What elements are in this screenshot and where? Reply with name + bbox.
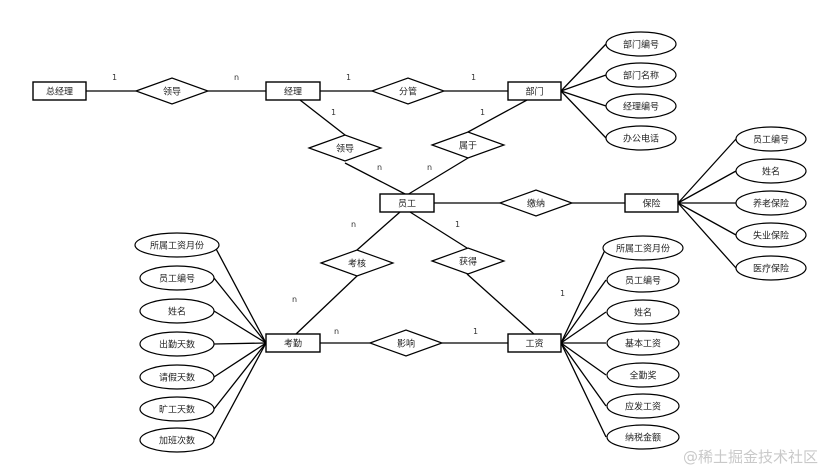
attribute-label: 加班次数: [159, 435, 195, 447]
entity-label: 部门: [525, 86, 543, 98]
relationship-label: 领导: [336, 143, 354, 155]
attribute-label: 旷工天数: [159, 404, 195, 416]
attr-kaoqin-3[interactable]: 出勤天数: [139, 331, 215, 357]
attr-gongzi-6[interactable]: 纳税金额: [606, 424, 680, 450]
cardinality-label: 1: [112, 73, 117, 82]
relationship-shuyu[interactable]: 属于: [430, 131, 506, 159]
relationship-kaohe[interactable]: 考核: [319, 249, 395, 277]
attribute-label: 失业保险: [753, 230, 789, 242]
entity-label: 总经理: [46, 86, 73, 98]
entity-kaoqin[interactable]: 考勤: [265, 333, 321, 353]
attr-gongzi-4[interactable]: 全勤奖: [606, 362, 680, 388]
attr-baoxian-0[interactable]: 员工编号: [735, 126, 807, 152]
attr-bumen-2[interactable]: 经理编号: [605, 93, 677, 119]
cardinality-label: 1: [473, 327, 478, 336]
attribute-label: 医疗保险: [753, 263, 789, 275]
attr-kaoqin-1[interactable]: 员工编号: [139, 265, 215, 291]
attr-kaoqin-6[interactable]: 加班次数: [139, 427, 215, 453]
attribute-label: 纳税金额: [625, 432, 661, 444]
cardinality-label: n: [427, 163, 432, 172]
attr-gongzi-2[interactable]: 姓名: [606, 299, 680, 325]
entity-zongjingli[interactable]: 总经理: [32, 81, 87, 101]
entity-jingli[interactable]: 经理: [265, 81, 321, 101]
entity-label: 保险: [642, 198, 660, 210]
attribute-label: 办公电话: [623, 133, 659, 145]
attr-gongzi-5[interactable]: 应发工资: [606, 393, 680, 419]
attr-baoxian-2[interactable]: 养老保险: [735, 190, 807, 216]
entity-label: 考勤: [284, 338, 302, 350]
relationship-lingdao-mid[interactable]: 领导: [307, 134, 383, 162]
relationship-label: 考核: [348, 258, 366, 270]
entity-yuangong[interactable]: 员工: [379, 193, 435, 213]
relationship-label: 领导: [163, 86, 181, 98]
attr-kaoqin-2[interactable]: 姓名: [139, 298, 215, 324]
relationship-fenguan[interactable]: 分管: [370, 77, 446, 105]
attribute-label: 部门名称: [623, 70, 659, 82]
cardinality-label: 1: [560, 289, 565, 298]
relationship-lingdao-top[interactable]: 领导: [134, 77, 210, 105]
attr-baoxian-4[interactable]: 医疗保险: [735, 255, 807, 281]
cardinality-label: 1: [471, 73, 476, 82]
cardinality-label: n: [334, 327, 339, 336]
attribute-label: 姓名: [168, 306, 186, 318]
watermark: @稀土掘金技术社区: [682, 448, 818, 466]
cardinality-label: 1: [346, 73, 351, 82]
attribute-label: 请假天数: [159, 372, 195, 384]
attr-bumen-1[interactable]: 部门名称: [605, 62, 677, 88]
relationship-jiaona[interactable]: 缴纳: [498, 189, 574, 217]
entity-label: 员工: [398, 199, 416, 210]
attribute-label: 应发工资: [625, 401, 661, 413]
relationship-label: 缴纳: [527, 198, 545, 210]
cardinality-label: 1: [331, 108, 336, 117]
relationship-huode[interactable]: 获得: [430, 247, 506, 275]
relationship-yingxiang[interactable]: 影响: [368, 329, 444, 357]
entity-label: 工资: [525, 339, 543, 350]
attr-gongzi-0[interactable]: 所属工资月份: [602, 235, 684, 261]
relationship-label: 影响: [397, 338, 415, 350]
attribute-label: 部门编号: [623, 39, 659, 51]
attribute-label: 员工编号: [753, 134, 789, 146]
entity-bumen[interactable]: 部门: [507, 81, 562, 101]
attribute-label: 经理编号: [623, 101, 659, 113]
attr-kaoqin-0[interactable]: 所属工资月份: [134, 232, 220, 258]
relationship-label: 属于: [459, 141, 477, 152]
cardinality-label: n: [234, 73, 239, 82]
attr-kaoqin-5[interactable]: 旷工天数: [139, 396, 215, 422]
attribute-label: 全勤奖: [629, 370, 656, 382]
cardinality-label: 1: [455, 220, 460, 229]
attr-baoxian-1[interactable]: 姓名: [735, 158, 807, 184]
attr-bumen-3[interactable]: 办公电话: [605, 125, 677, 151]
attribute-label: 基本工资: [625, 338, 661, 350]
attribute-label: 姓名: [634, 307, 652, 319]
attr-gongzi-1[interactable]: 员工编号: [606, 267, 680, 293]
attribute-label: 姓名: [762, 166, 780, 178]
attribute-label: 员工编号: [625, 275, 661, 287]
entity-gongzi[interactable]: 工资: [507, 333, 562, 353]
entity-baoxian[interactable]: 保险: [624, 193, 679, 213]
entity-label: 经理: [284, 86, 302, 98]
attribute-label: 出勤天数: [159, 339, 195, 351]
cardinality-labels: 1 n 1 1 1 n n 1 n 1 n 1 n 1: [112, 73, 565, 336]
cardinality-label: n: [292, 295, 297, 304]
attribute-label: 员工编号: [159, 273, 195, 285]
connector-lines: [86, 43, 737, 441]
attr-bumen-0[interactable]: 部门编号: [605, 31, 677, 57]
relationship-label: 分管: [399, 86, 417, 98]
attr-gongzi-3[interactable]: 基本工资: [606, 330, 680, 356]
attribute-label: 所属工资月份: [616, 243, 670, 255]
attribute-label: 养老保险: [753, 198, 789, 210]
relationship-label: 获得: [459, 256, 477, 268]
attr-baoxian-3[interactable]: 失业保险: [735, 222, 807, 248]
attr-kaoqin-4[interactable]: 请假天数: [139, 364, 215, 390]
cardinality-label: n: [377, 163, 382, 172]
attribute-label: 所属工资月份: [150, 240, 204, 252]
cardinality-label: n: [351, 220, 356, 229]
cardinality-label: 1: [480, 108, 485, 117]
